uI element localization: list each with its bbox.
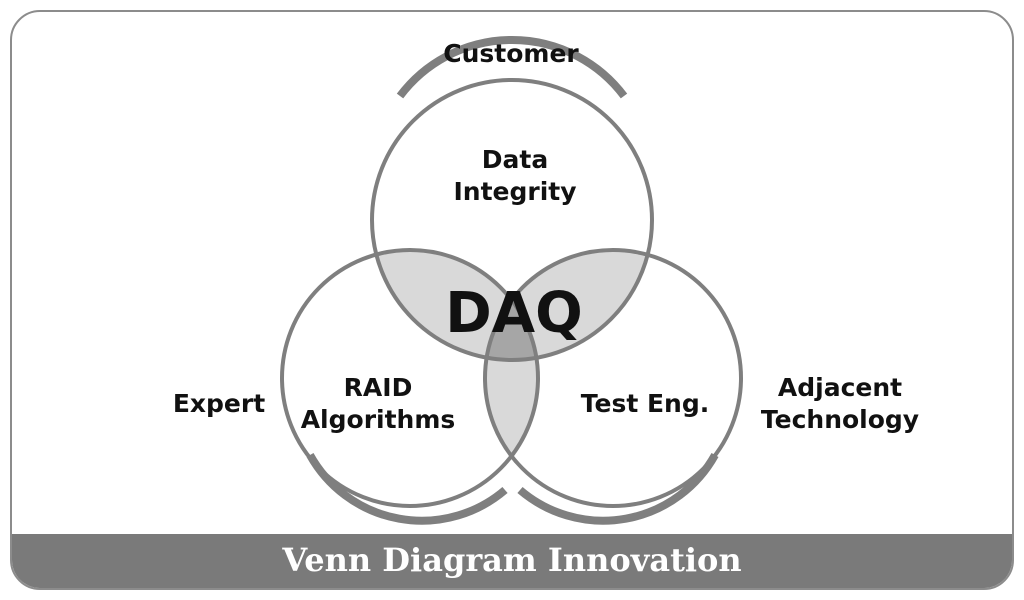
label-technology: Technology: [761, 405, 919, 434]
label-integrity: Integrity: [453, 177, 576, 206]
label-algorithms: Algorithms: [301, 405, 456, 434]
label-test-eng: Test Eng.: [581, 389, 710, 418]
overlap-top-left: [372, 250, 538, 360]
label-adjacent: Adjacent: [778, 373, 902, 402]
circle-right-shadow-arc: [517, 453, 719, 525]
circle-right-outline: [483, 248, 743, 508]
circle-left-outline: [280, 248, 540, 508]
footer-band: Venn Diagram Innovation: [12, 534, 1012, 588]
label-raid: RAID: [344, 373, 413, 402]
label-customer: Customer: [443, 39, 579, 68]
circle-left-shadow-arc: [306, 453, 508, 525]
label-data: Data: [482, 145, 548, 174]
circle-top-outline: [370, 78, 654, 362]
label-daq: DAQ: [445, 281, 582, 346]
overlap-top-right: [485, 250, 652, 360]
circle-top-shadow-arc: [396, 36, 628, 99]
footer-title: Venn Diagram Innovation: [282, 541, 742, 579]
label-expert: Expert: [173, 389, 265, 418]
